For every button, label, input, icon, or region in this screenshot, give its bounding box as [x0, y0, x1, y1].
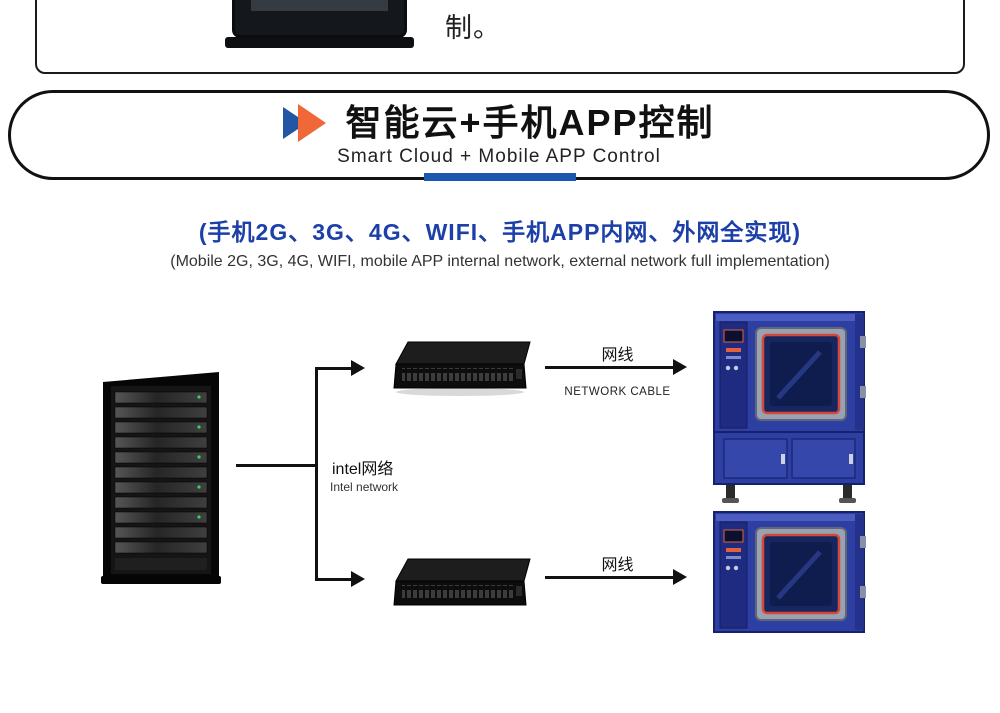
hmi-panel-screen	[251, 0, 388, 11]
arrowhead-cable-top-icon	[673, 359, 687, 375]
intel-network-label-cn: intel网络	[332, 461, 394, 478]
test-chamber-svg	[713, 511, 866, 633]
previous-section-trailing-text: 制。	[445, 13, 501, 43]
section-title: 智能云+手机APP控制	[345, 101, 715, 143]
chamber-control-panel	[719, 321, 748, 429]
section-banner: 智能云+手机APP控制 Smart Cloud + Mobile APP Con…	[8, 90, 990, 180]
server-rack-icon	[95, 368, 227, 586]
chamber-control-panel	[719, 521, 748, 629]
page: { "top_card": { "trailing_text": "制。" },…	[8, 0, 990, 633]
cable-label-cn-bottom: 网线	[601, 557, 634, 574]
connector-bottom-branch	[315, 578, 353, 581]
section-subtitle: Smart Cloud + Mobile APP Control	[337, 145, 661, 167]
feature-headline-cn: (手机2G、3G、4G、WIFI、手机APP内网、外网全实现)	[198, 219, 802, 245]
arrowhead-cable-bottom-icon	[673, 569, 687, 585]
network-switch-top-icon	[388, 336, 536, 398]
arrowhead-bottom-branch-icon	[351, 571, 365, 587]
cable-line-bottom	[545, 576, 675, 579]
cable-line-top	[545, 366, 675, 369]
banner-underline	[424, 173, 576, 181]
hmi-panel-image	[225, 0, 414, 50]
connector-server-to-branch	[236, 464, 316, 467]
feature-headline-en: (Mobile 2G, 3G, 4G, WIFI, mobile APP int…	[170, 253, 830, 270]
test-chamber-top-icon	[700, 306, 878, 508]
play-arrows-icon	[283, 103, 329, 143]
banner-title-row: 智能云+手机APP控制	[283, 103, 714, 143]
cable-label-en-top: NETWORK CABLE	[564, 386, 671, 398]
network-switch-svg	[393, 341, 531, 396]
chamber-window	[755, 527, 847, 621]
intel-network-label-en: Intel network	[330, 480, 399, 494]
arrowhead-top-branch-icon	[351, 360, 365, 376]
hmi-panel-frame	[232, 0, 407, 38]
chamber-window	[755, 327, 847, 421]
previous-section-card: 制。	[35, 0, 965, 74]
network-switch-svg	[393, 558, 531, 606]
connector-branch-vertical	[315, 367, 318, 581]
server-rack-svg	[101, 372, 221, 584]
connector-top-branch	[315, 367, 353, 370]
test-chamber-bottom-icon	[700, 506, 878, 708]
orange-triangle-icon	[298, 103, 327, 142]
network-switch-bottom-icon	[388, 553, 536, 615]
test-chamber-svg	[713, 311, 866, 503]
cable-label-cn-top: 网线	[601, 347, 634, 364]
hmi-panel-base	[225, 37, 414, 48]
